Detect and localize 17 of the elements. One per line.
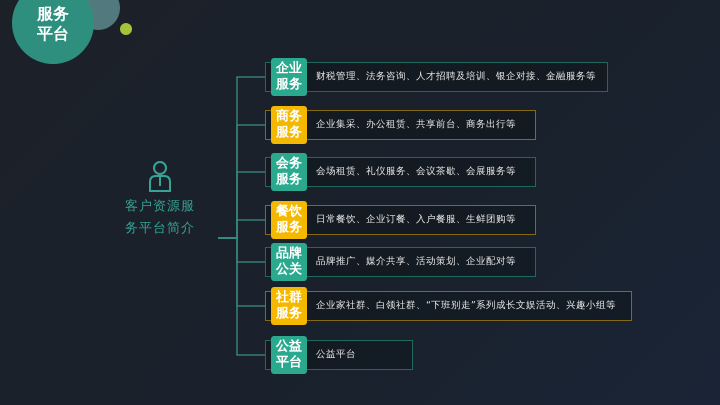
title-badge: 服务平台 <box>12 0 94 64</box>
category-tag: 品牌公关 <box>271 243 307 281</box>
service-description: 品牌推广、媒介共享、活动策划、企业配对等 <box>316 255 516 269</box>
service-description: 财税管理、法务咨询、人才招聘及培训、银企对接、金融服务等 <box>316 70 596 84</box>
service-description: 公益平台 <box>316 348 356 362</box>
category-tag: 餐饮服务 <box>271 201 307 239</box>
root-label: 客户资源服务平台简介 <box>124 198 196 238</box>
service-description: 会场租赁、礼仪服务、会议茶歇、会展服务等 <box>316 165 516 179</box>
category-tag: 商务服务 <box>271 106 307 144</box>
connector-line <box>218 237 265 356</box>
category-tag: 公益平台 <box>271 336 307 374</box>
category-tag: 社群服务 <box>271 287 307 325</box>
category-tag: 企业服务 <box>271 58 307 96</box>
service-description: 企业家社群、白领社群、“下班别走”系列成长文娱活动、兴趣小组等 <box>316 299 616 313</box>
category-tag: 会务服务 <box>271 153 307 191</box>
service-description: 企业集采、办公租赁、共享前台、商务出行等 <box>316 118 516 132</box>
service-description: 日常餐饮、企业订餐、入户餐服、生鲜团购等 <box>316 213 516 227</box>
